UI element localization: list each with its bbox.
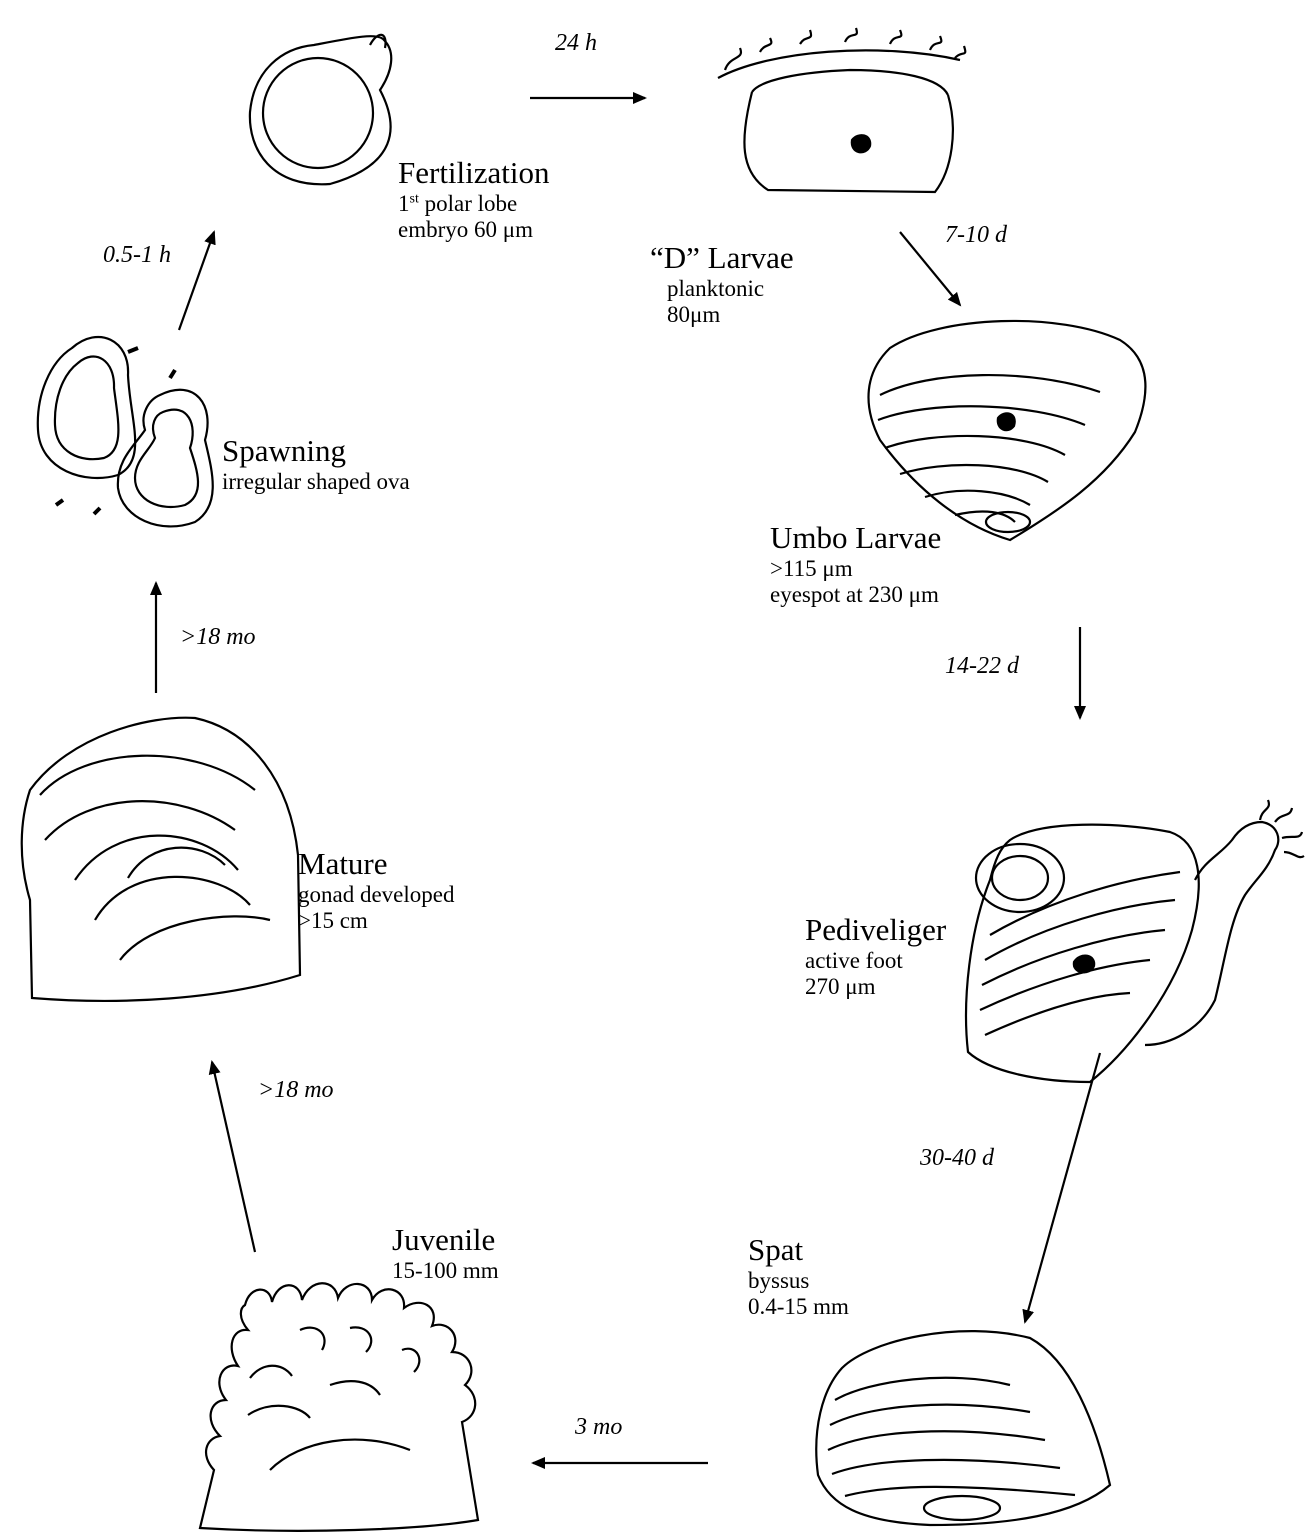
juvenile-note-1: 15-100 mm — [392, 1258, 499, 1284]
pediveliger-label: Pediveliger active foot 270 μm — [805, 912, 946, 1001]
pediveliger-note-1: active foot — [805, 948, 946, 974]
mature-label: Mature gonad developed >15 cm — [298, 846, 454, 935]
spat-title: Spat — [748, 1232, 849, 1268]
fertilized-egg-drawing — [250, 35, 391, 184]
fertilization-note-2: embryo 60 μm — [398, 217, 550, 243]
fertilization-label: Fertilization 1st polar lobe embryo 60 μ… — [398, 155, 550, 244]
duration-spawn-to-fert: 0.5-1 h — [103, 242, 171, 269]
umbo-larvae-label: Umbo Larvae >115 μm eyespot at 230 μm — [770, 520, 941, 609]
d-larvae-title: “D” Larvae — [650, 240, 794, 276]
pediveliger-title: Pediveliger — [805, 912, 946, 948]
fertilization-note-1: 1st polar lobe — [398, 191, 550, 217]
duration-umbo-to-pedi: 14-22 d — [945, 653, 1019, 680]
d-larvae-label: “D” Larvae planktonic 80μm — [650, 240, 794, 329]
spat-drawing — [816, 1331, 1110, 1525]
d-larvae-note-1: planktonic — [650, 276, 794, 302]
pediveliger-drawing — [966, 800, 1304, 1082]
umbo-larvae-note-2: eyespot at 230 μm — [770, 582, 941, 608]
d-larvae-note-2: 80μm — [650, 302, 794, 328]
umbo-larva-drawing — [869, 321, 1146, 540]
spawning-title: Spawning — [222, 433, 410, 469]
spat-label: Spat byssus 0.4-15 mm — [748, 1232, 849, 1321]
arrow-spawn-to-fert — [179, 232, 214, 330]
spawning-note-1: irregular shaped ova — [222, 469, 410, 495]
umbo-larvae-title: Umbo Larvae — [770, 520, 941, 556]
fertilization-title: Fertilization — [398, 155, 550, 191]
duration-juv-to-mature: >18 mo — [258, 1077, 334, 1104]
mature-note-2: >15 cm — [298, 908, 454, 934]
duration-spat-to-juv: 3 mo — [575, 1414, 622, 1441]
spat-note-1: byssus — [748, 1268, 849, 1294]
cycle-arrows — [156, 98, 1100, 1463]
spawning-label: Spawning irregular shaped ova — [222, 433, 410, 495]
umbo-larvae-note-1: >115 μm — [770, 556, 941, 582]
duration-pedi-to-spat: 30-40 d — [920, 1145, 994, 1172]
duration-d-to-umbo: 7-10 d — [945, 222, 1007, 249]
juvenile-drawing — [200, 1283, 478, 1531]
spawning-ova-drawing — [38, 337, 213, 526]
mature-note-1: gonad developed — [298, 882, 454, 908]
arrow-pedi-to-spat — [1025, 1053, 1100, 1322]
juvenile-label: Juvenile 15-100 mm — [392, 1222, 499, 1284]
arrow-juv-to-mature — [212, 1062, 255, 1252]
pediveliger-note-2: 270 μm — [805, 974, 946, 1000]
juvenile-title: Juvenile — [392, 1222, 499, 1258]
duration-mature-to-spawn: >18 mo — [180, 624, 256, 651]
mature-title: Mature — [298, 846, 454, 882]
spat-note-2: 0.4-15 mm — [748, 1294, 849, 1320]
d-larva-drawing — [718, 28, 965, 192]
duration-fert-to-d: 24 h — [555, 30, 597, 57]
mature-drawing — [22, 718, 300, 1001]
